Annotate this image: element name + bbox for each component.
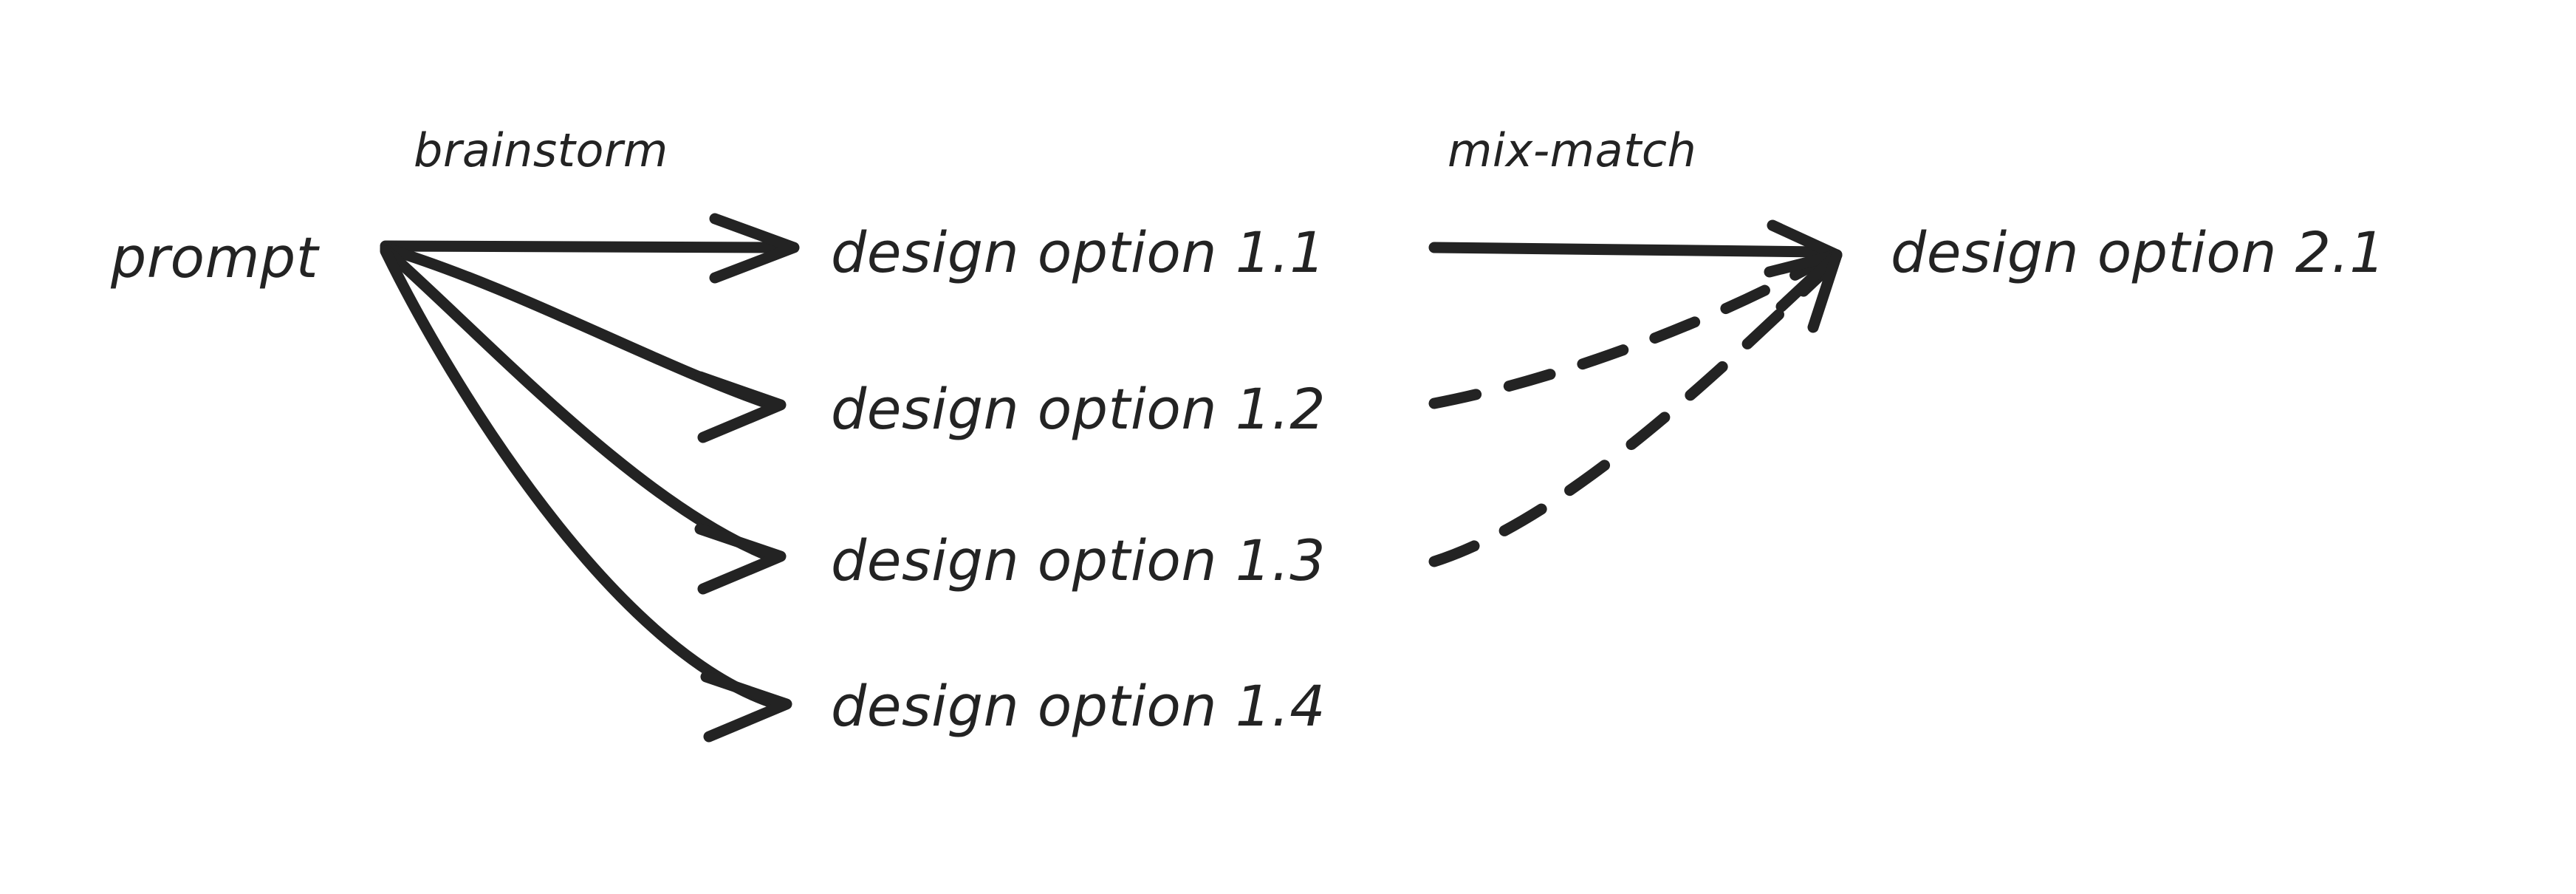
edge-prompt-to-option-1-4 bbox=[380, 245, 792, 743]
edge-label-brainstorm: brainstorm bbox=[414, 123, 668, 177]
edge-group-mix-match bbox=[1428, 219, 1843, 567]
edge-group-brainstorm bbox=[380, 213, 800, 743]
edge-option-1-1-to-option-2-1 bbox=[1428, 242, 1830, 258]
node-label-design-option-1-2: design option 1.2 bbox=[831, 376, 1326, 442]
arrowhead-cluster-option-2-1 bbox=[1764, 219, 1843, 333]
node-label-design-option-2-1: design option 2.1 bbox=[1891, 219, 2385, 285]
edge-label-mix-match: mix-match bbox=[1448, 123, 1696, 177]
edge-prompt-to-option-1-1 bbox=[380, 213, 800, 284]
node-label-prompt: prompt bbox=[110, 225, 321, 290]
node-label-design-option-1-4: design option 1.4 bbox=[831, 673, 1326, 739]
edge-prompt-to-option-1-2 bbox=[380, 242, 787, 443]
node-label-design-option-1-1: design option 1.1 bbox=[831, 219, 1326, 285]
edge-option-1-3-to-option-2-1 bbox=[1428, 263, 1833, 567]
node-label-design-option-1-3: design option 1.3 bbox=[831, 528, 1326, 593]
edge-prompt-to-option-1-3 bbox=[380, 244, 787, 595]
